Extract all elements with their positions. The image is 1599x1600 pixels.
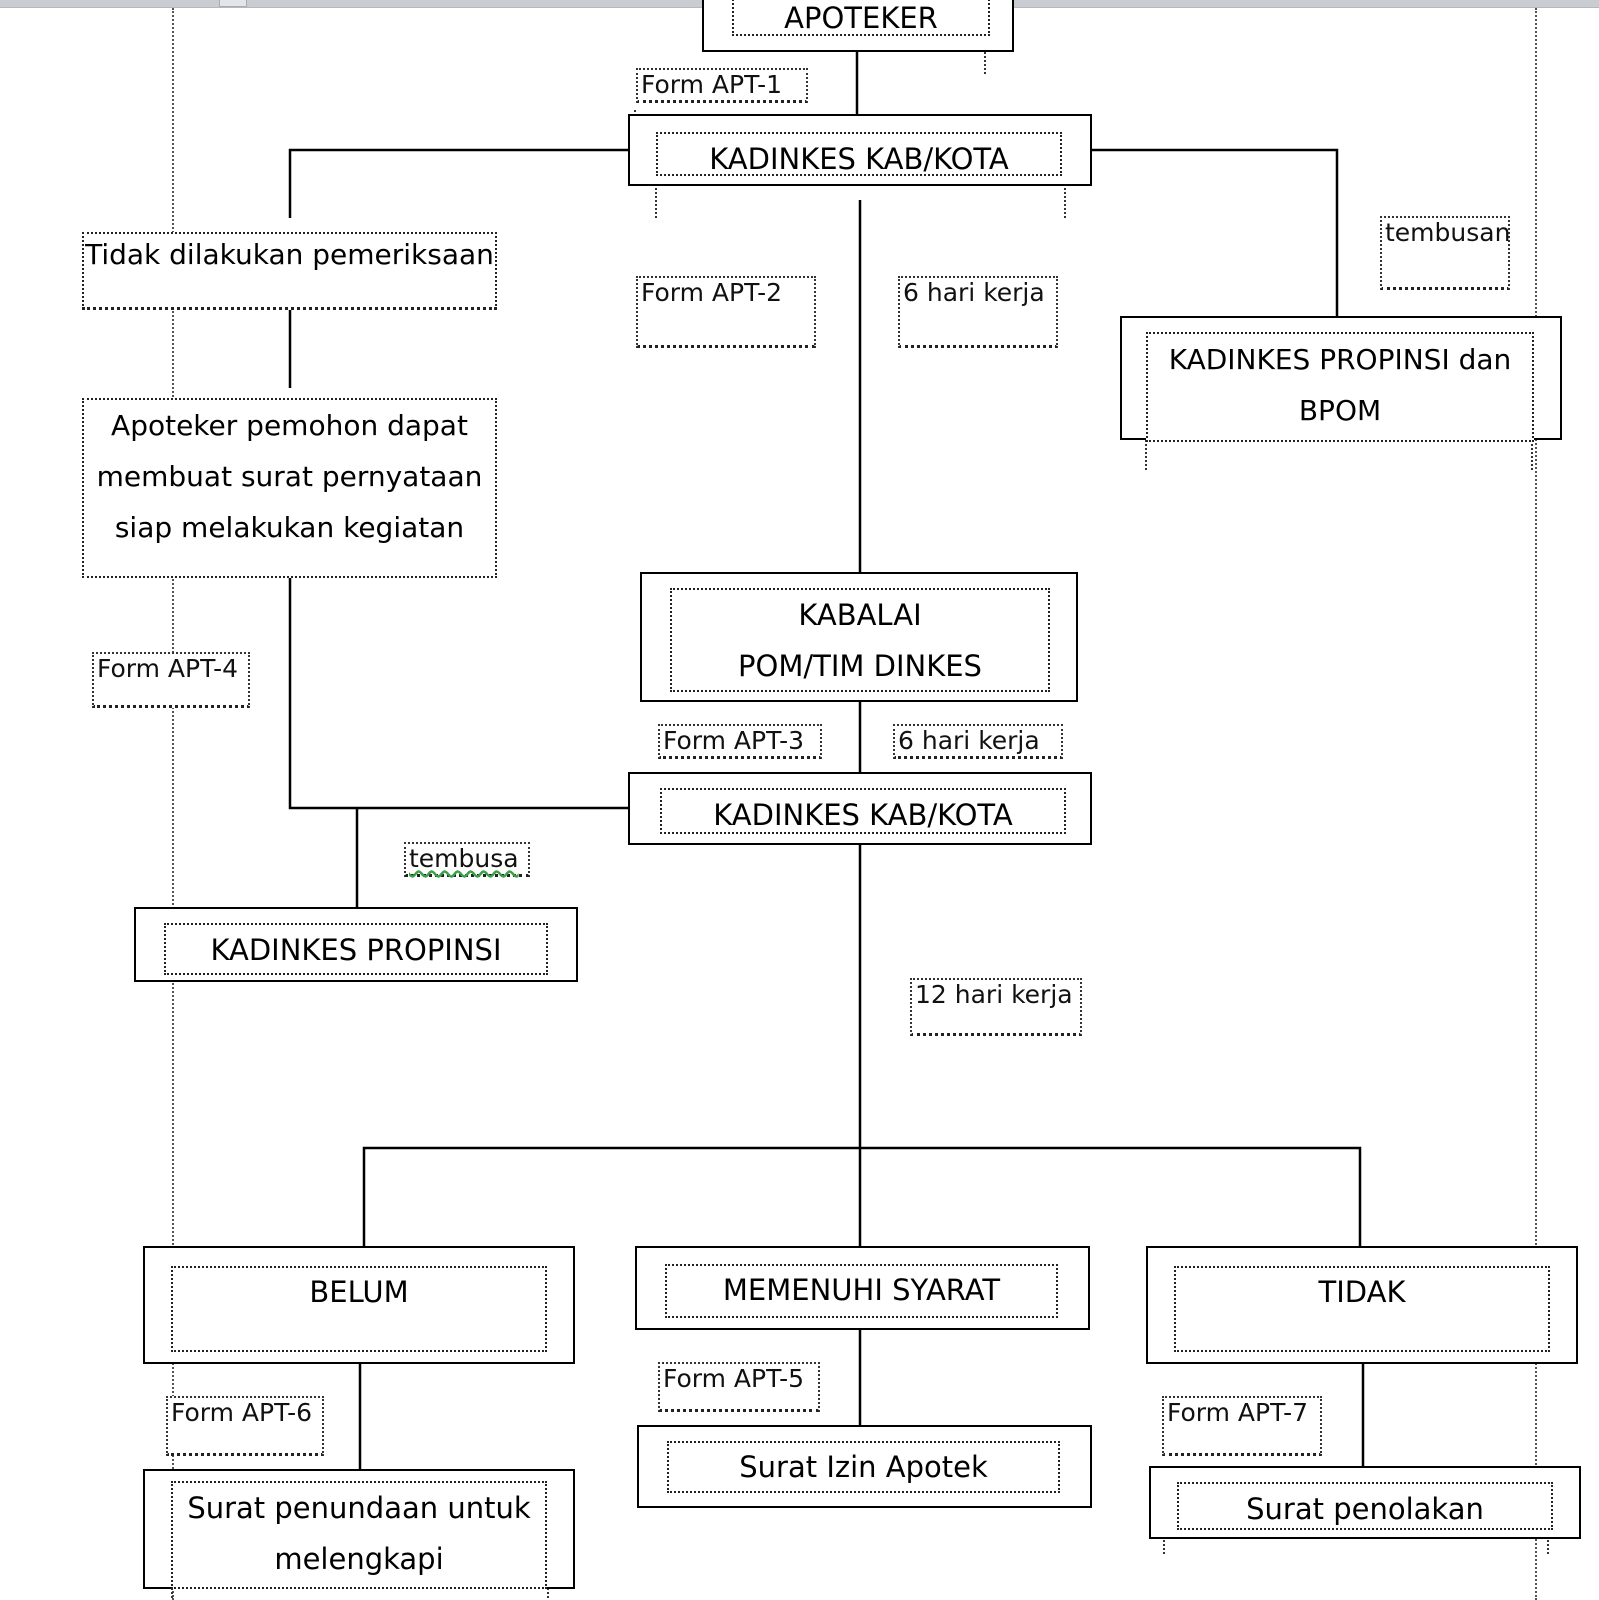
surat-penolakan-box: Surat penolakan [1149, 1466, 1581, 1539]
label-form-apt-7: Form APT-7 [1162, 1396, 1322, 1456]
surat-pernyataan-text: Apoteker pemohon dapat membuat surat per… [82, 398, 497, 578]
label-tembusan-right: tembusan [1380, 216, 1510, 290]
label-6-hari-kerja-top: 6 hari kerja [898, 276, 1058, 348]
label-form-apt-6: Form APT-6 [166, 1396, 324, 1456]
kadinkes-kab-kota-top-text: KADINKES KAB/KOTA [656, 132, 1062, 176]
surat-penundaan-box: Surat penundaan untuk melengkapi [143, 1469, 575, 1589]
label-form-apt-3: Form APT-3 [658, 724, 822, 759]
label-form-apt-1: Form APT-1 [636, 68, 808, 103]
memenuhi-syarat-text: MEMENUHI SYARAT [665, 1264, 1058, 1318]
surat-penolakan-text: Surat penolakan [1177, 1482, 1553, 1530]
label-12-hari-kerja: 12 hari kerja [910, 978, 1082, 1036]
kadinkes-propinsi-box: KADINKES PROPINSI [134, 907, 578, 982]
surat-izin-apotek-box: Surat Izin Apotek [637, 1425, 1092, 1508]
apoteker-text: APOTEKER [732, 0, 990, 36]
label-form-apt-4: Form APT-4 [92, 652, 250, 708]
belum-box: BELUM [143, 1246, 575, 1364]
connector-pernyataan-return [288, 545, 628, 810]
memenuhi-syarat-box: MEMENUHI SYARAT [635, 1246, 1090, 1330]
label-form-apt-2: Form APT-2 [636, 276, 816, 348]
margin-guide-right [1535, 8, 1537, 1600]
label-6-hari-kerja-mid: 6 hari kerja [893, 724, 1063, 759]
kabalai-pom-box: KABALAI POM/TIM DINKES KAB/KOTA [640, 572, 1078, 702]
kadinkes-kab-kota-top-box: KADINKES KAB/KOTA [628, 114, 1092, 186]
tidak-dilakukan-pemeriksaan-text: Tidak dilakukan pemeriksaan [82, 232, 497, 310]
scroll-handle[interactable] [219, 0, 247, 7]
connector-right-branch [1092, 148, 1339, 316]
connector-decision-bar [362, 1146, 1362, 1246]
belum-text: BELUM [171, 1266, 547, 1352]
kadinkes-propinsi-bpom-text: KADINKES PROPINSI dan BPOM [1146, 332, 1534, 442]
tidak-text: TIDAK [1174, 1266, 1550, 1352]
surat-penundaan-text: Surat penundaan untuk melengkapi [171, 1481, 547, 1589]
kadinkes-kab-kota-mid-box: KADINKES KAB/KOTA [628, 772, 1092, 845]
margin-guide-left [172, 8, 174, 1600]
kadinkes-propinsi-bpom-box: KADINKES PROPINSI dan BPOM [1120, 316, 1562, 442]
connector-left-branch [288, 148, 628, 218]
label-tembusa-left: tembusa [404, 842, 530, 877]
kadinkes-kab-kota-mid-text: KADINKES KAB/KOTA [660, 788, 1066, 834]
surat-izin-apotek-text: Surat Izin Apotek [667, 1441, 1060, 1493]
kabalai-pom-text: KABALAI POM/TIM DINKES KAB/KOTA [670, 588, 1050, 692]
apoteker-box: APOTEKER [702, 0, 1014, 52]
tidak-box: TIDAK [1146, 1246, 1578, 1364]
kadinkes-propinsi-text: KADINKES PROPINSI [164, 923, 548, 975]
label-form-apt-5: Form APT-5 [658, 1362, 820, 1412]
